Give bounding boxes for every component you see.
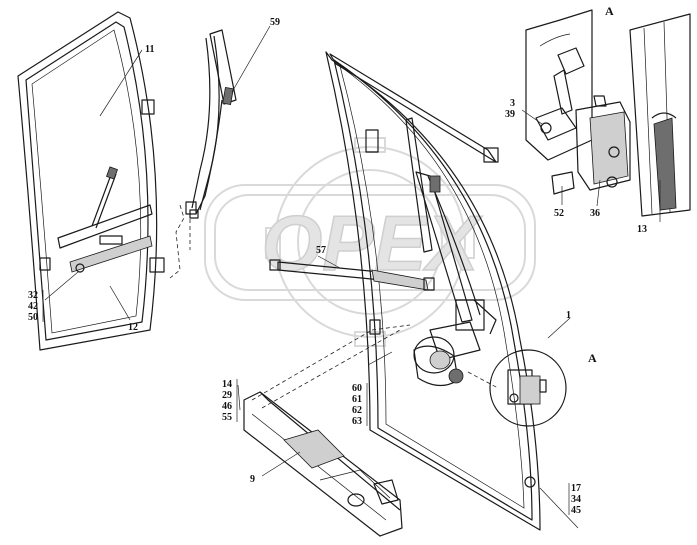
label-9: 9 bbox=[250, 474, 255, 485]
label-50: 50 bbox=[28, 312, 38, 323]
label-14: 14 bbox=[222, 379, 232, 390]
label-62: 62 bbox=[352, 405, 362, 416]
label-1: 1 bbox=[566, 310, 571, 321]
label-13: 13 bbox=[637, 224, 647, 235]
label-52: 52 bbox=[554, 208, 564, 219]
detail-view-label: A bbox=[605, 4, 614, 18]
label-45: 45 bbox=[571, 505, 581, 516]
gas-strut bbox=[269, 259, 435, 291]
label-12: 12 bbox=[128, 322, 138, 333]
label-32: 32 bbox=[28, 290, 38, 301]
label-61: 61 bbox=[352, 394, 362, 405]
label-60: 60 bbox=[352, 383, 362, 394]
label-55: 55 bbox=[222, 412, 232, 423]
label-57: 57 bbox=[316, 245, 326, 256]
label-34: 34 bbox=[571, 494, 581, 505]
detail-marker-label: A bbox=[588, 351, 597, 365]
leader-lines bbox=[44, 25, 661, 529]
wiper-motor bbox=[371, 321, 499, 389]
label-17: 17 bbox=[571, 483, 581, 494]
detail-circle-marker bbox=[489, 349, 567, 427]
callout-labels: 11 59 57 12 1 9 52 36 13 A A 3 39 32 42 … bbox=[28, 4, 647, 516]
label-46: 46 bbox=[222, 401, 232, 412]
label-39: 39 bbox=[505, 109, 515, 120]
label-36: 36 bbox=[590, 208, 600, 219]
label-29: 29 bbox=[222, 390, 232, 401]
left-door-glass bbox=[17, 11, 165, 351]
wiper-arm-assembly bbox=[169, 29, 237, 279]
watermark-logo: OPEX bbox=[204, 137, 536, 347]
label-59: 59 bbox=[270, 17, 280, 28]
label-11: 11 bbox=[145, 44, 154, 55]
label-42: 42 bbox=[28, 301, 38, 312]
detail-view-a bbox=[525, 9, 691, 217]
label-3: 3 bbox=[510, 98, 515, 109]
watermark-text: OPEX bbox=[262, 199, 483, 287]
right-door-frame bbox=[325, 51, 541, 531]
lower-trim-panel bbox=[243, 329, 403, 537]
label-63: 63 bbox=[352, 416, 362, 427]
